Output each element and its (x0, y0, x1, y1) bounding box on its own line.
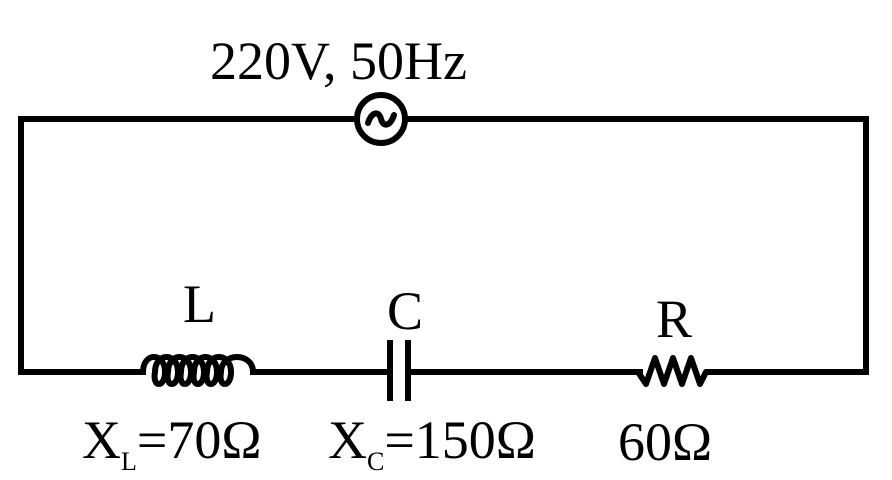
inductor-coil-icon (140, 354, 256, 387)
svg-text:XC=150Ω: XC=150Ω (328, 410, 536, 476)
capacitor-icon (387, 340, 411, 401)
top-left-wire (18, 116, 359, 375)
resistor-label: R (656, 289, 692, 349)
capacitor-reactance-symbol: X (328, 410, 367, 470)
capacitor-reactance-label: XC=150Ω (328, 410, 536, 476)
source-label: 220V, 50Hz (210, 31, 467, 91)
inductor-label: L (183, 274, 216, 334)
circuit-wires (18, 116, 869, 375)
top-right-wire (403, 116, 869, 375)
capacitor-reactance-value: =150Ω (384, 410, 536, 470)
inductor-reactance-symbol: X (82, 410, 121, 470)
ac-wave-icon (365, 110, 397, 128)
inductor-reactance-subscript: L (121, 447, 137, 476)
svg-text:XL=70Ω: XL=70Ω (82, 410, 261, 476)
ac-source-circle (354, 92, 408, 146)
ac-source-icon (354, 92, 408, 146)
resistor-zigzag-icon (635, 355, 714, 387)
capacitor-label: C (387, 281, 423, 341)
resistor-value-label: 60Ω (618, 412, 712, 472)
inductor-reactance-value: =70Ω (137, 410, 262, 470)
inductor-reactance-label: XL=70Ω (82, 410, 261, 476)
capacitor-reactance-subscript: C (367, 447, 384, 476)
